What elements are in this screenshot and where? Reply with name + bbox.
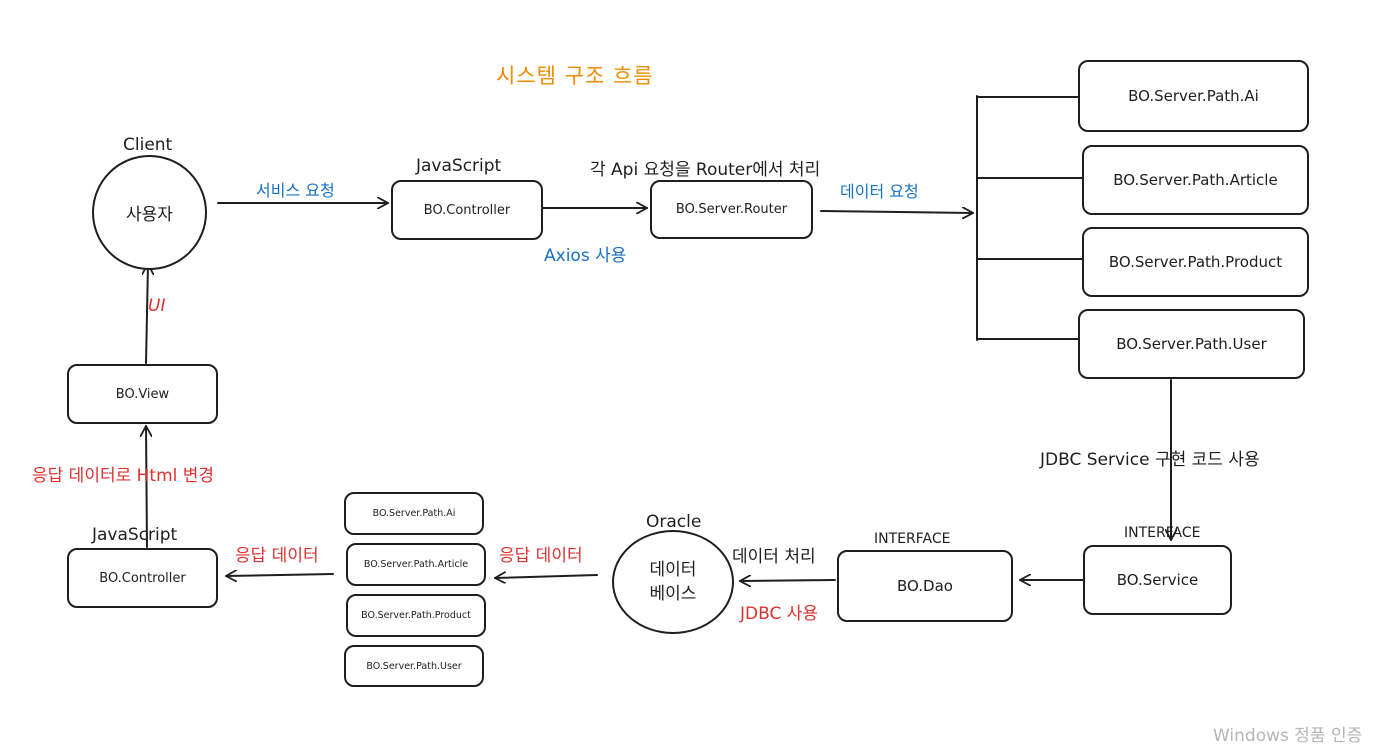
- arrow-controller-to-view: [146, 426, 147, 548]
- service-box: BO.Service: [1083, 545, 1232, 615]
- bottom-path-box-user: BO.Server.Path.User: [344, 645, 484, 687]
- path-box-product: BO.Server.Path.Product: [1082, 227, 1309, 297]
- arrow-database-to-paths: [495, 575, 598, 578]
- service-caption: INTERFACE: [1124, 525, 1201, 541]
- path-box-article: BO.Server.Path.Article: [1082, 145, 1309, 215]
- controller-caption-bottom: JavaScript: [92, 525, 178, 545]
- controller-box-top: BO.Controller: [391, 180, 543, 240]
- label-ui: UI: [148, 296, 166, 316]
- dao-caption: INTERFACE: [874, 531, 951, 547]
- label-response-data-right: 응답 데이터: [499, 546, 583, 566]
- bottom-path-box-product: BO.Server.Path.Product: [346, 594, 486, 637]
- view-box: BO.View: [67, 364, 218, 424]
- label-data-processing: 데이터 처리: [732, 547, 816, 567]
- diagram-title: 시스템 구조 흐름: [496, 64, 654, 88]
- database-caption: Oracle: [646, 512, 702, 532]
- windows-activation-watermark: Windows 정품 인증: [1213, 726, 1363, 746]
- path-box-ai: BO.Server.Path.Ai: [1078, 60, 1309, 132]
- arrow-router-to-bracket: [820, 211, 973, 213]
- arrow-view-to-client: [146, 264, 148, 364]
- bottom-path-box-article: BO.Server.Path.Article: [346, 543, 486, 586]
- arrow-paths-to-controller: [226, 574, 334, 576]
- label-html-change: 응답 데이터로 Html 변경: [32, 466, 215, 486]
- bottom-path-box-ai: BO.Server.Path.Ai: [344, 492, 484, 535]
- arrow-dao-to-database: [740, 580, 836, 581]
- label-data-request: 데이터 요청: [840, 182, 919, 201]
- label-jdbc-use: JDBC 사용: [740, 604, 819, 624]
- client-caption: Client: [123, 135, 173, 155]
- router-box: BO.Server.Router: [650, 180, 813, 239]
- label-service-request: 서비스 요청: [256, 181, 335, 200]
- dao-box: BO.Dao: [837, 550, 1013, 622]
- controller-caption-top: JavaScript: [416, 156, 502, 176]
- user-node: 사용자: [92, 155, 207, 270]
- label-jdbc-service: JDBC Service 구현 코드 사용: [1040, 450, 1260, 470]
- label-router-processing: 각 Api 요청을 Router에서 처리: [590, 160, 821, 180]
- path-box-user: BO.Server.Path.User: [1078, 309, 1305, 379]
- database-node: 데이터 베이스: [612, 530, 734, 634]
- controller-box-bottom: BO.Controller: [67, 548, 218, 608]
- label-response-data-left: 응답 데이터: [235, 546, 319, 566]
- label-axios-usage: Axios 사용: [544, 246, 627, 266]
